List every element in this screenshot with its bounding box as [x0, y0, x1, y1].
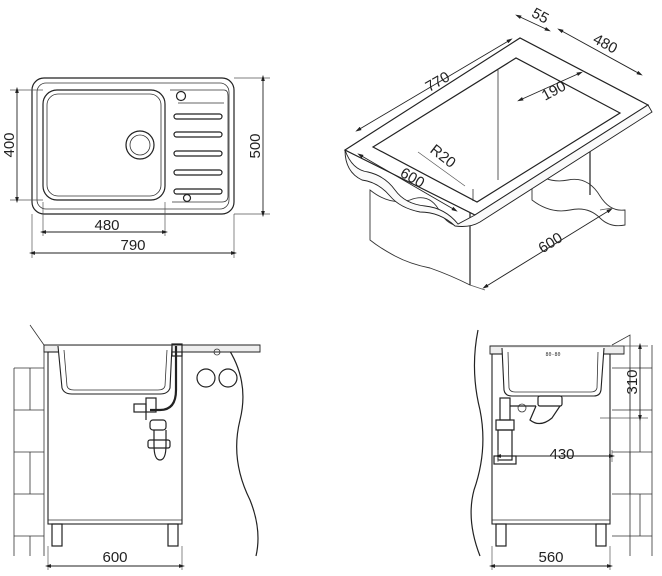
drain-inner — [129, 134, 151, 156]
socket-right — [218, 368, 238, 388]
front-view: 600 — [10, 324, 261, 570]
front-bowl — [57, 345, 173, 395]
drainboard-ribs — [173, 102, 224, 195]
side-view: 80-80 310 430 560 — [470, 329, 653, 570]
left-brick-wall — [10, 330, 45, 556]
bowl-depth-label: 310 — [624, 369, 641, 394]
side-leg-left — [495, 523, 507, 547]
iso-view: 770 55 480 190 R20 600 600 — [343, 5, 653, 291]
edge-offset-label: 55 — [529, 5, 552, 28]
right-brick-wall — [611, 334, 653, 556]
overall-width-label: 790 — [120, 237, 145, 254]
bowl-height-label: 400 — [1, 132, 18, 157]
inner-radius-dimension-line — [517, 71, 583, 102]
cutout-width-dimension-line — [557, 28, 643, 76]
cutout-length-dimension-line — [355, 38, 513, 132]
bowl-marking: 80-80 — [545, 352, 560, 358]
sink-rim-inner — [36, 82, 230, 210]
right-wall-profile — [225, 344, 259, 557]
front-cabinet-width-label: 600 — [102, 549, 127, 566]
top-view: 480 790 400 500 — [1, 74, 270, 258]
sink-outline — [31, 77, 235, 215]
bowl-width-label: 480 — [94, 217, 119, 234]
overall-height-label: 500 — [247, 133, 264, 158]
drain-offset-label: 430 — [549, 446, 574, 463]
overflow-pipe — [150, 346, 178, 412]
bowl-outline — [42, 89, 166, 201]
sink-trap — [133, 397, 171, 461]
side-leg-right — [595, 523, 607, 547]
bowl-inner — [46, 93, 162, 197]
tap-hole — [175, 90, 187, 102]
edge-offset-dimension-line — [515, 14, 551, 32]
drainboard-outline — [170, 89, 229, 203]
side-cabinet-depth-label: 560 — [538, 549, 563, 566]
cutout-width-label: 480 — [590, 31, 620, 58]
front-leg-left — [51, 523, 63, 547]
side-left-wall-profile — [470, 329, 484, 557]
socket-left — [196, 368, 216, 388]
front-leg-right — [167, 523, 179, 547]
cabinet-depth-dimension-line — [482, 208, 613, 289]
tap-hole-small — [182, 193, 192, 203]
drain-outer — [125, 130, 155, 160]
cabinet-width-dimension-line — [357, 153, 458, 212]
